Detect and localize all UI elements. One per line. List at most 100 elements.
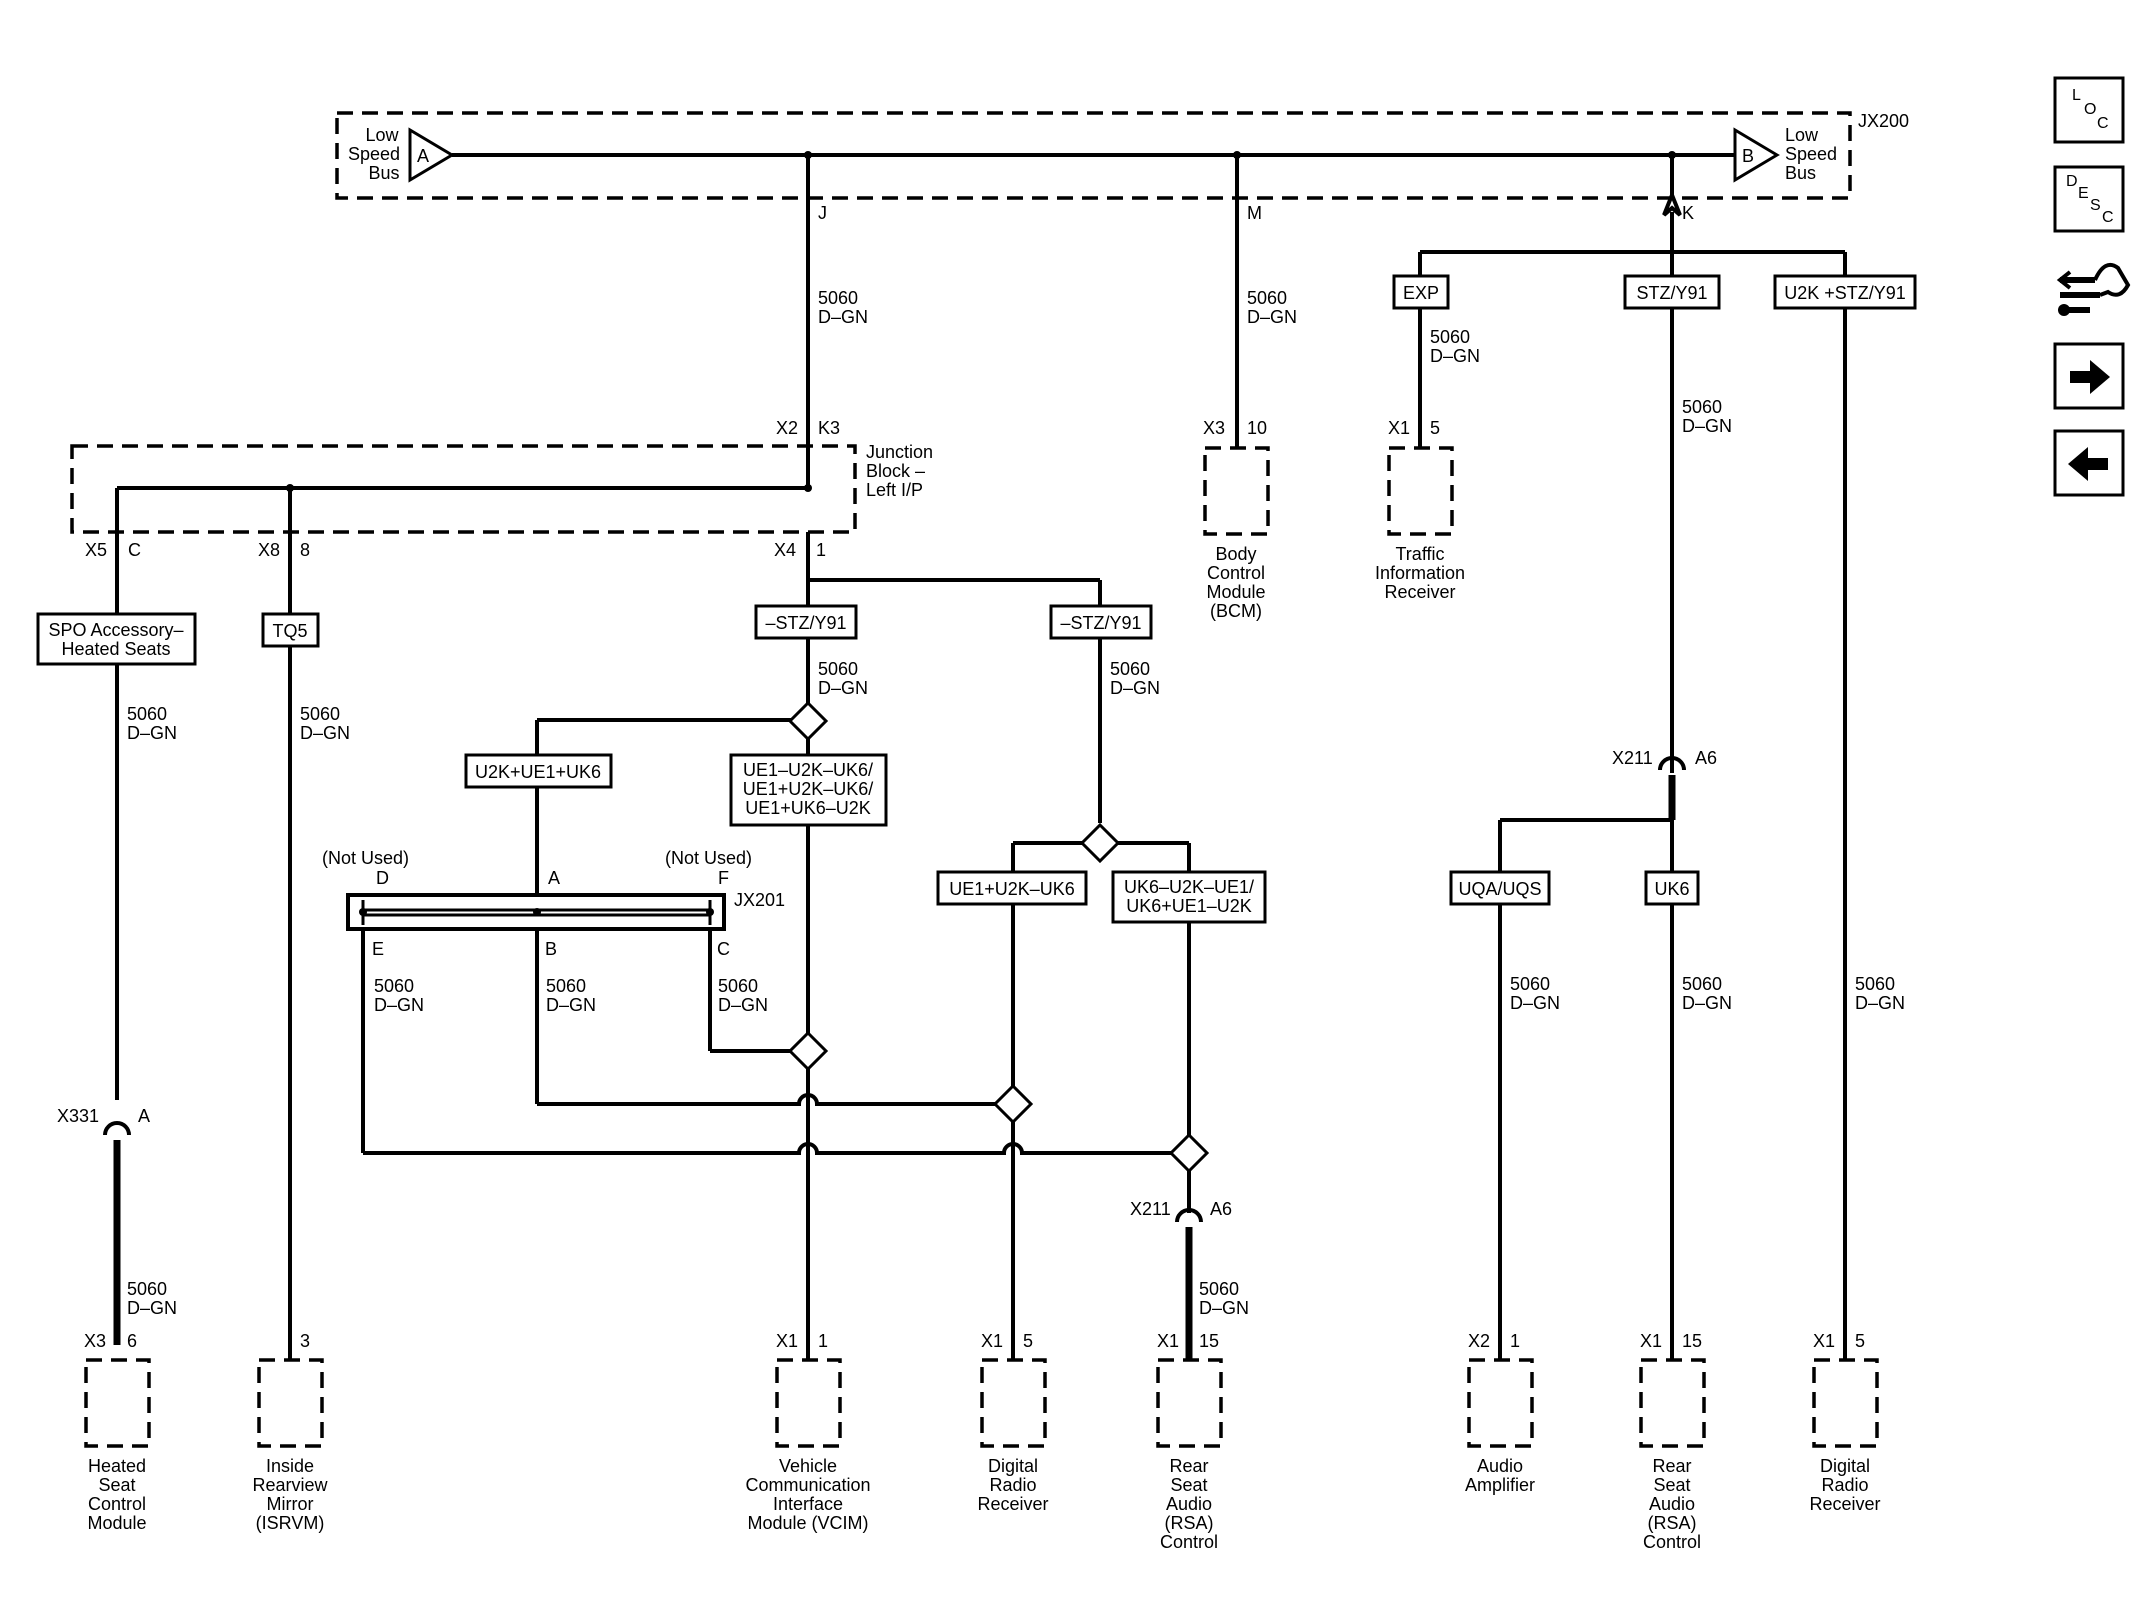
loc-button[interactable]: L O C (2053, 76, 2125, 144)
jb-label-3: Left I/P (866, 480, 923, 500)
option-box-u2k-ue1-uk6: U2K+UE1+UK6 (464, 753, 613, 789)
back-button[interactable] (2053, 429, 2125, 497)
vcim-name-2: Communication (745, 1475, 870, 1495)
rsa-conn: X1 (1157, 1331, 1179, 1351)
drr2-conn: X1 (1813, 1331, 1835, 1351)
wire-hs2-circuit: 5060 (127, 1279, 167, 1299)
drr2-box (1812, 1358, 1879, 1448)
option-box-ue1-combo: UE1–U2K–UK6/ UE1+U2K–UK6/ UE1+UK6–U2K (729, 753, 888, 827)
jx201-pin-c: C (717, 939, 730, 959)
drr1-pin: 5 (1023, 1331, 1033, 1351)
switch-diamond-4 (992, 1083, 1034, 1125)
opt-spo-1: SPO Accessory– (48, 620, 183, 640)
traffic-name-2: Information (1375, 563, 1465, 583)
x211-mid-connector-symbol (1175, 1208, 1203, 1223)
mirror-name-1: Inside (266, 1456, 314, 1476)
bcm-conn: X3 (1203, 418, 1225, 438)
wire-amp-color: D–GN (1510, 993, 1560, 1013)
rsa2-conn: X1 (1640, 1331, 1662, 1351)
opt-ue1-combo-2: UE1+U2K–UK6/ (743, 779, 874, 799)
wire-rsa2-color: D–GN (1682, 993, 1732, 1013)
wire-jb-color: D–GN (818, 307, 868, 327)
jx201-not-used-2: (Not Used) (665, 848, 752, 868)
rsa-name-1: Rear (1169, 1456, 1208, 1476)
mirror-box (257, 1358, 324, 1448)
hs-box (84, 1358, 151, 1448)
drr2-name-3: Receiver (1809, 1494, 1880, 1514)
mirror-name-3: Mirror (267, 1494, 314, 1514)
rsa-name-3: Audio (1166, 1494, 1212, 1514)
opt-spo-2: Heated Seats (61, 639, 170, 659)
wire-bcm-color: D–GN (1247, 307, 1297, 327)
module-digital-radio-receiver-1: X1 5 Digital Radio Receiver (977, 1331, 1048, 1514)
wire-c-color: D–GN (718, 995, 768, 1015)
jx201-splice-pack: JX201 (Not Used) (Not Used) D A F E B C (322, 848, 785, 959)
forward-button[interactable] (2053, 342, 2125, 410)
jx201-pin-d: D (376, 868, 389, 888)
opt-uk6-combo-2: UK6+UE1–U2K (1126, 896, 1252, 916)
drr1-name-2: Radio (989, 1475, 1036, 1495)
amp-box (1467, 1358, 1534, 1448)
mirror-pin: 3 (300, 1331, 310, 1351)
jx201-outline (346, 893, 726, 931)
jx201-pin-b: B (545, 939, 557, 959)
jx201-not-used-1: (Not Used) (322, 848, 409, 868)
wire-hs-circuit: 5060 (127, 704, 167, 724)
wiring-harness-icon[interactable] (2056, 263, 2131, 316)
x211-right-pin: A6 (1695, 748, 1717, 768)
jx201-dot-a (533, 908, 541, 916)
drr1-name-3: Receiver (977, 1494, 1048, 1514)
module-inside-rearview-mirror: 3 Inside Rearview Mirror (ISRVM) (252, 1331, 328, 1533)
bcm-name-2: Control (1207, 563, 1265, 583)
jb-label-1: Junction (866, 442, 933, 462)
opt-u2k-stz: U2K +STZ/Y91 (1784, 283, 1906, 303)
bcm-module (1203, 446, 1270, 536)
wire-rsa-color: D–GN (1199, 1298, 1249, 1318)
rsa2-name-5: Control (1643, 1532, 1701, 1552)
jb-out2-conn: X8 (258, 540, 280, 560)
switch-diamond-3 (787, 1030, 829, 1072)
drr2-name-1: Digital (1820, 1456, 1870, 1476)
rsa2-name-1: Rear (1652, 1456, 1691, 1476)
traffic-module (1387, 446, 1454, 536)
wire-stz-color: D–GN (1682, 416, 1732, 436)
wire-amp-circuit: 5060 (1510, 974, 1550, 994)
bus-pin-j: J (818, 203, 827, 223)
opt-ue1-combo-3: UE1+UK6–U2K (745, 798, 871, 818)
x331-label: X331 (57, 1106, 99, 1126)
bus-left-arrow (408, 127, 455, 183)
hs-name-3: Control (88, 1494, 146, 1514)
wire-b-circuit: 5060 (546, 976, 586, 996)
bus-right-pin: B (1742, 146, 1754, 166)
option-box-neg-stz-1: –STZ/Y91 (754, 604, 858, 640)
jx201-pin-f: F (718, 868, 729, 888)
jb-out3-pin: 1 (816, 540, 826, 560)
rsa-box (1156, 1358, 1223, 1448)
vcim-pin: 1 (818, 1331, 828, 1351)
opt-uk6-combo-1: UK6–U2K–UE1/ (1124, 877, 1254, 897)
rsa2-box (1639, 1358, 1706, 1448)
wire-e-to-rsa (363, 1142, 1171, 1155)
wire-e-circuit: 5060 (374, 976, 414, 996)
wire-drr2-color: D–GN (1855, 993, 1905, 1013)
bus-pin-k: K (1682, 203, 1694, 223)
opt-stz: STZ/Y91 (1636, 283, 1707, 303)
bus-right-arrow (1733, 127, 1780, 183)
bcm-pin: 10 (1247, 418, 1267, 438)
hs-name-2: Seat (98, 1475, 135, 1495)
option-box-uk6: UK6 (1644, 870, 1700, 906)
traffic-name-3: Receiver (1384, 582, 1455, 602)
module-vcim: X1 1 Vehicle Communication Interface Mod… (745, 1331, 870, 1533)
amp-name-2: Amplifier (1465, 1475, 1535, 1495)
wire-stz1-color: D–GN (818, 678, 868, 698)
opt-neg-stz-1: –STZ/Y91 (765, 613, 846, 633)
vcim-name-3: Interface (773, 1494, 843, 1514)
opt-exp: EXP (1403, 283, 1439, 303)
wire-stz1-circuit: 5060 (818, 659, 858, 679)
drr1-box (980, 1358, 1047, 1448)
wire-jb-circuit: 5060 (818, 288, 858, 308)
drr1-conn: X1 (981, 1331, 1003, 1351)
bus-id: JX200 (1858, 111, 1909, 131)
bus-dashed-outline (335, 111, 1852, 200)
desc-button[interactable]: D E S C (2053, 165, 2125, 233)
